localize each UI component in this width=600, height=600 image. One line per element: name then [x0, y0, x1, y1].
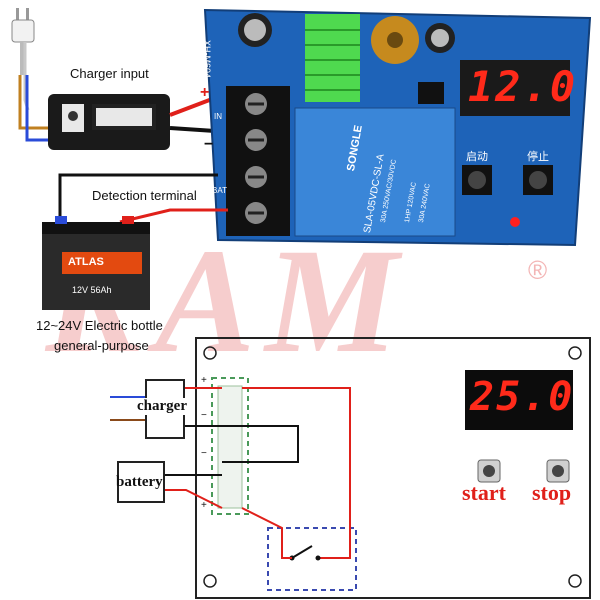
schematic-display-value: 25.0 [470, 374, 575, 420]
car-battery-icon [42, 216, 150, 310]
terminal-in-label: IN [214, 112, 222, 121]
schematic-board [195, 337, 591, 599]
detection-terminal-label: Detection terminal [92, 188, 197, 203]
start-label: start [462, 480, 506, 505]
board-model-label: XH-M604 [202, 40, 212, 79]
stop-label: stop [532, 480, 572, 505]
photo-display-value: 12.0 [468, 62, 578, 111]
charger-label: charger [136, 398, 188, 415]
battery-brand-label: ATLAS [68, 256, 104, 268]
terminal-bat-label: BAT [212, 186, 227, 195]
battery-label: battery [116, 474, 163, 490]
battery-box [117, 461, 165, 503]
schematic-minus-top: − [201, 410, 207, 421]
registered-mark: ® [528, 255, 548, 285]
schematic-wiring [110, 387, 351, 561]
power-plug-icon [11, 8, 35, 111]
photo-start-button-label: 启动 [466, 151, 488, 163]
schematic-plus-top: + [201, 375, 207, 386]
charger-input-label: Charger input [70, 66, 149, 81]
photo-minus-sign: − [204, 136, 214, 153]
charger-adapter-icon [48, 94, 170, 150]
battery-spec-label: 12V 56Ah [72, 285, 112, 295]
schematic-minus-bottom: − [201, 448, 207, 459]
schematic-plus-bottom: + [201, 500, 207, 511]
battery-caption-line1: 12~24V Electric bottle [36, 318, 163, 333]
battery-caption-line2: general-purpose [54, 338, 149, 353]
photo-stop-button-label: 停止 [527, 151, 549, 163]
photo-plus-sign: + [200, 84, 210, 101]
control-board [203, 8, 592, 247]
